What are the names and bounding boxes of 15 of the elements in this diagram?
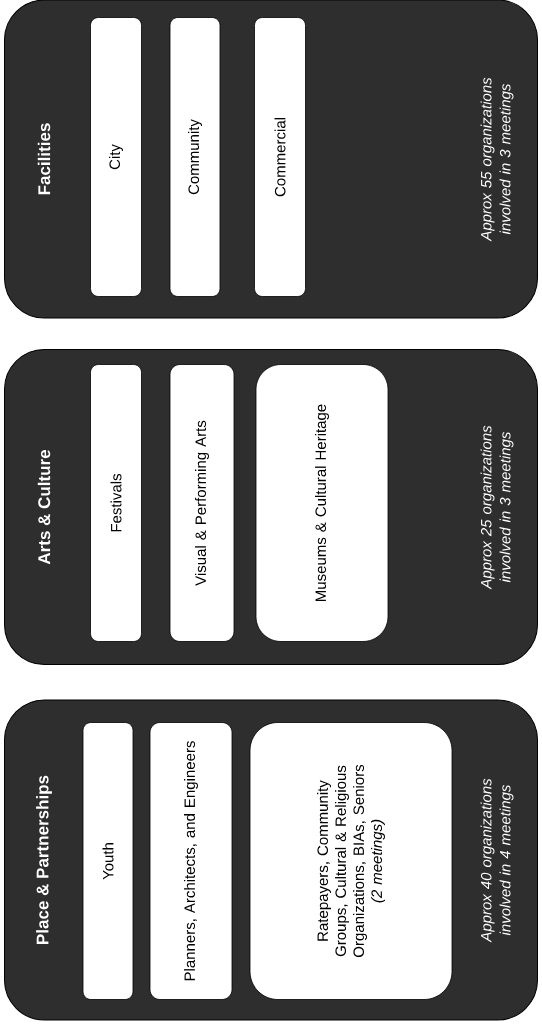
panel-title: Arts & Culture [37,450,51,565]
group-box: City [90,17,142,297]
summary-note: Approx 25 organizations involved in 3 meetings [480,425,514,590]
summary-note: Approx 40 organizations involved in 4 meetings [480,778,514,943]
group-box: Youth [82,722,134,1000]
group-box: Festivals [90,364,142,642]
group-box: Community [169,17,221,297]
group-box: Ratepayers, Community Groups, Cultural & Religious Organizations, BIAs, Seniors (2 meetings) [249,722,453,1000]
panel-title: Facilities [37,123,51,195]
group-box: Commercial [254,17,306,297]
panel-title: Place & Partnerships [36,775,52,944]
group-box: Museums & Cultural Heritage [255,364,389,642]
group-box: Planners, Architects, and Engineers [149,722,233,1000]
group-box: Visual & Performing Arts [169,364,235,642]
summary-note: Approx 55 organizations involved in 3 meetings [480,77,514,242]
